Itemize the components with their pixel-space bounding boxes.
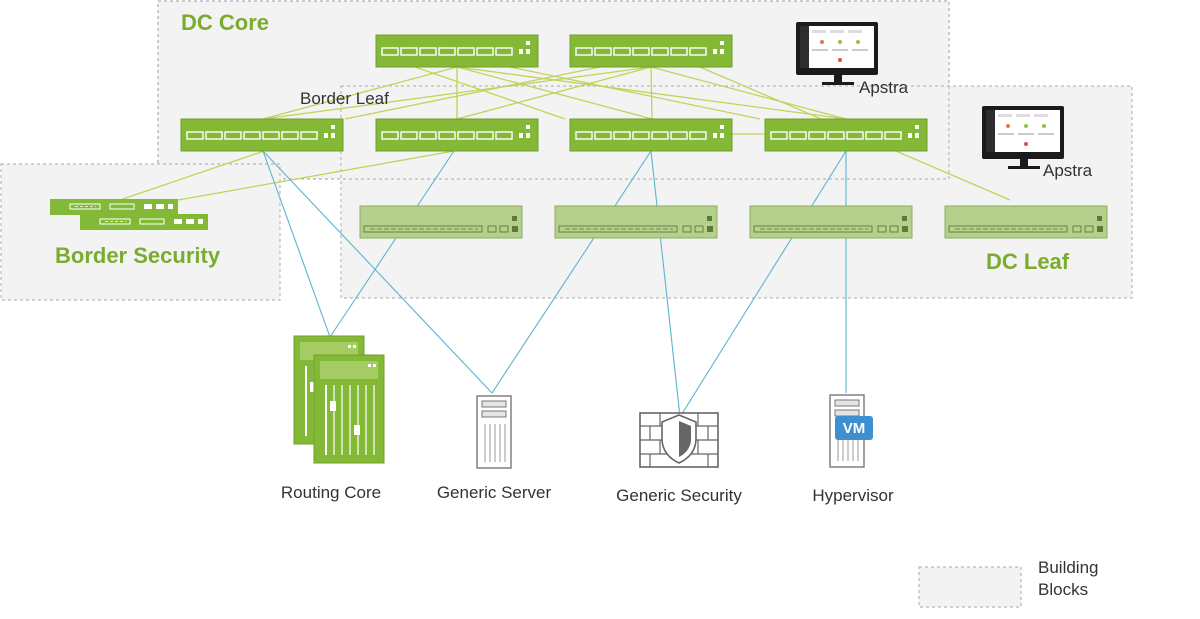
core-row-switch-4 [764,118,928,152]
legend-swatch [918,566,1022,608]
legend-label-line2: Blocks [1038,580,1088,599]
spine-switch-2 [569,34,733,68]
legend-label-line1: Building [1038,558,1099,577]
core-row-switch-3 [569,118,733,152]
border-security-device-1 [49,198,179,216]
hypervisor-label: Hypervisor [812,486,894,505]
generic-server-icon [476,395,512,469]
apstra-label-top: Apstra [859,78,909,97]
generic-server-label: Generic Server [437,483,552,502]
border-security-device-2 [79,213,209,231]
generic-security-label: Generic Security [616,486,742,505]
firewall-shield-icon [639,412,719,468]
border-leaf-switch-1 [180,118,344,152]
leaf-switch-4 [944,205,1108,239]
spine-switch-1 [375,34,539,68]
dc-core-title: DC Core [181,10,269,35]
border-security-title: Border Security [55,243,221,268]
border-leaf-label: Border Leaf [300,89,389,108]
border-leaf-switch-2 [375,118,539,152]
routing-core-label: Routing Core [281,483,381,502]
access-links [262,150,847,418]
apstra-label-right: Apstra [1043,161,1093,180]
spine-links [119,66,1011,206]
dc-core-zone-outline [157,0,950,180]
leaf-switch-3 [749,205,913,239]
vm-badge-label: VM [843,420,866,437]
dc-leaf-title: DC Leaf [986,249,1070,274]
routing-core-chassis-icon-2 [313,354,385,464]
leaf-switch-2 [554,205,718,239]
border-security-zone [0,163,281,301]
leaf-switch-1 [359,205,523,239]
vm-badge [835,416,873,440]
